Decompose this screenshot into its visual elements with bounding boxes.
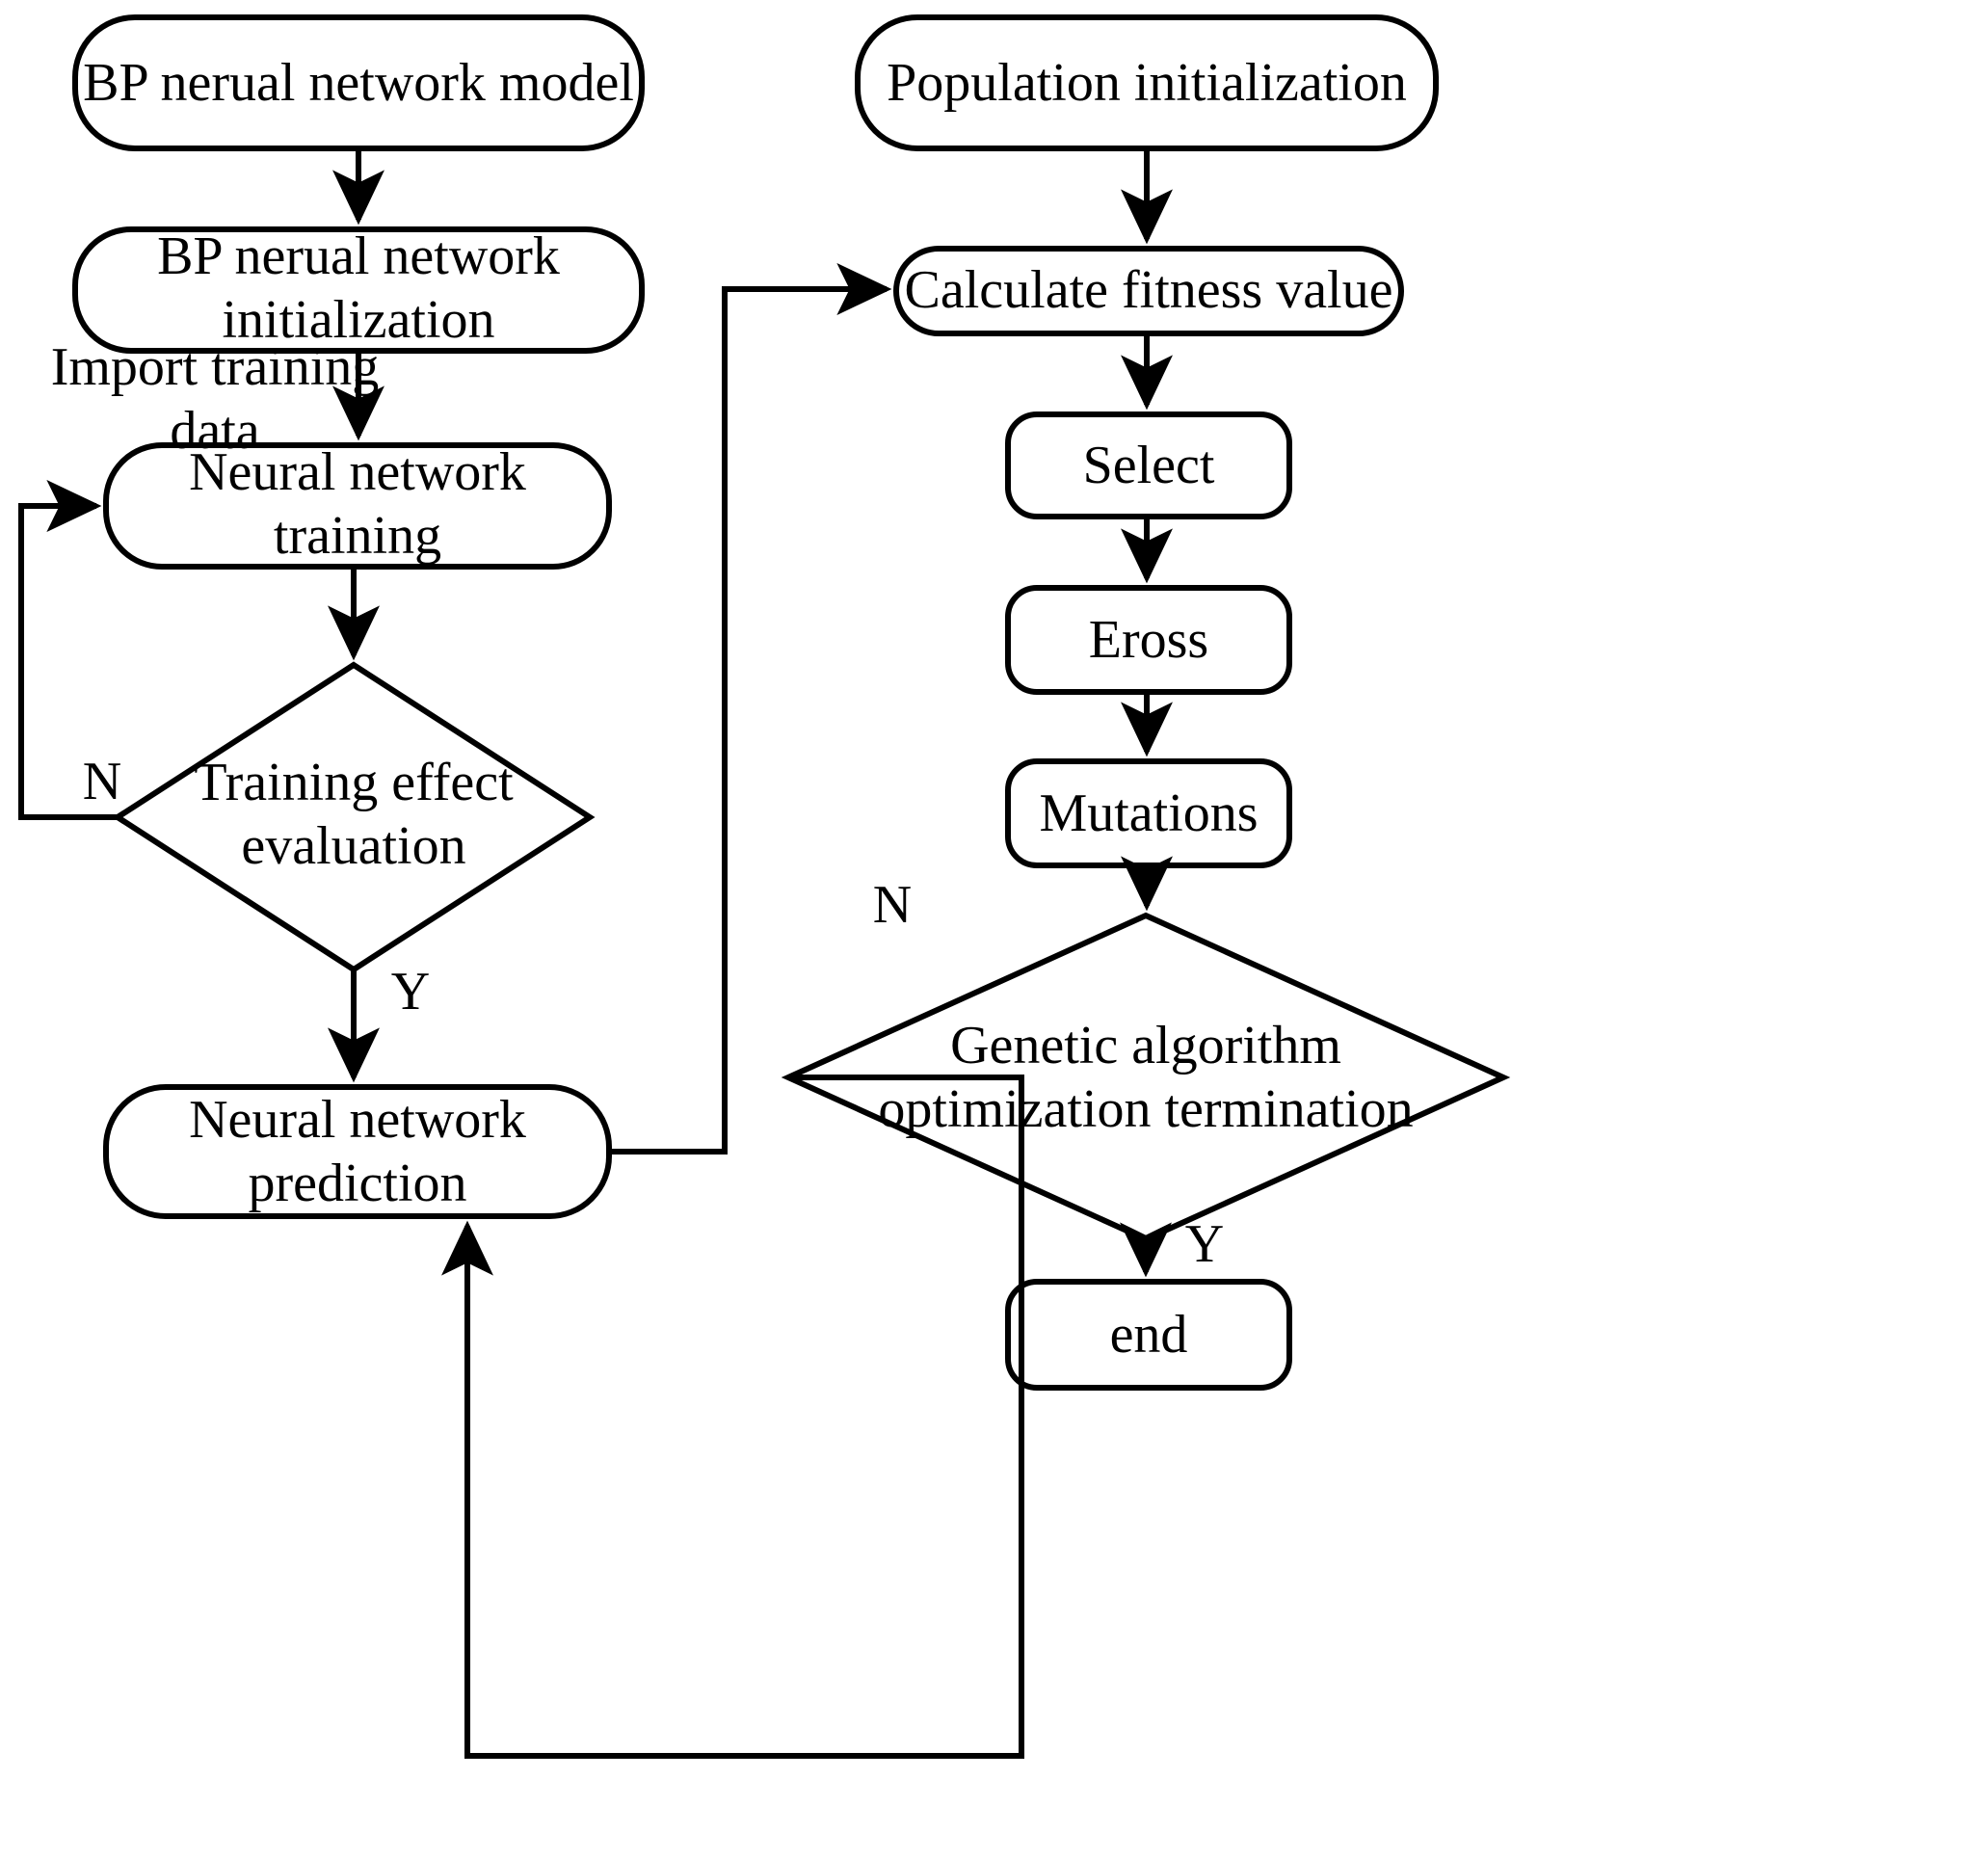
edge-training-eval-no-to-nn-training — [18, 480, 118, 820]
node-shape-nn-prediction[interactable] — [103, 1084, 612, 1219]
node-shape-eross[interactable] — [1005, 585, 1292, 695]
edge-label-left-branch-no: N — [82, 752, 122, 811]
node-shape-nn-training[interactable] — [103, 442, 612, 570]
node-shape-pop-init[interactable] — [855, 14, 1439, 151]
node-shape-bp-model[interactable] — [72, 14, 645, 151]
node-shape-training-eval[interactable] — [112, 661, 596, 973]
node-shape-calc-fitness[interactable] — [893, 246, 1404, 336]
node-shape-bp-init[interactable] — [72, 226, 645, 354]
node-shape-mutations[interactable] — [1005, 758, 1292, 868]
edge-ga-termination-no-to-prediction — [441, 1075, 1024, 1759]
edge-label-right-branch-no: N — [872, 875, 913, 935]
node-shape-select[interactable] — [1005, 411, 1292, 519]
edge-label-import-training-data: Import training data — [50, 337, 380, 462]
edge-prediction-to-calc-fitness — [609, 263, 892, 1155]
node-shape-end[interactable] — [1005, 1279, 1292, 1391]
edge-label-left-branch-yes: Y — [390, 962, 431, 1022]
edge-label-right-branch-yes: Y — [1184, 1214, 1225, 1274]
